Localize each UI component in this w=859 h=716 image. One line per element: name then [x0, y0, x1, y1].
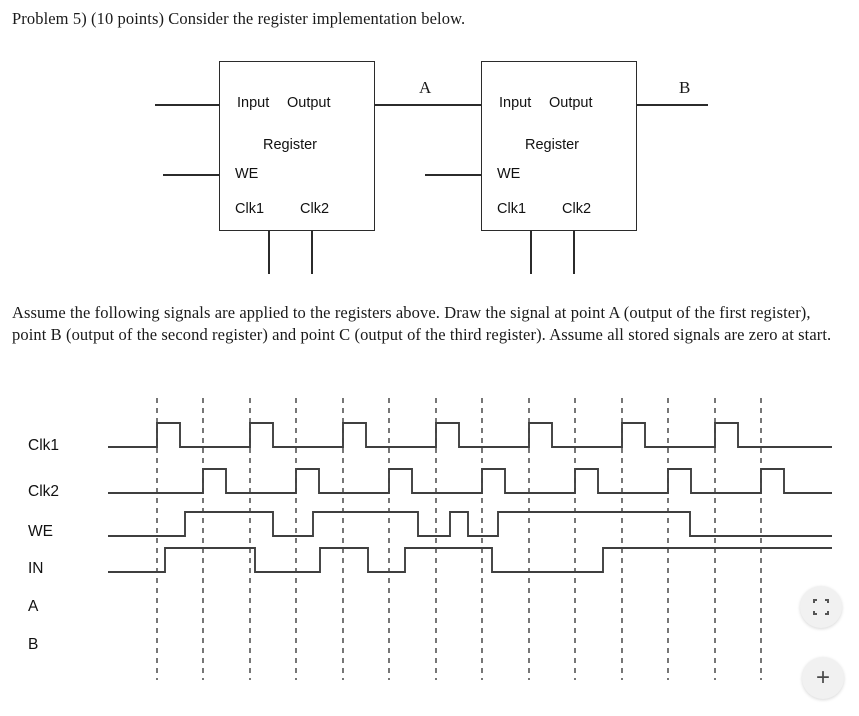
- register-2-we-wire: [425, 174, 482, 176]
- plus-icon: +: [815, 664, 830, 691]
- waveform-in: [108, 547, 832, 573]
- signal-label-clk2: Clk2: [28, 483, 60, 500]
- register-1-box: [219, 61, 375, 231]
- register-1-output-label: Output: [287, 95, 331, 111]
- register-2-name-label: Register: [525, 137, 579, 153]
- waveforms-group: [108, 422, 832, 573]
- waveform-clk2: [108, 468, 832, 494]
- register-1-clk2-label: Clk2: [300, 201, 330, 217]
- node-a-wire: [374, 104, 483, 106]
- register-1-we-wire: [163, 174, 220, 176]
- register-2-clk2-label: Clk2: [562, 201, 592, 217]
- register-2-clk2-wire: [573, 230, 575, 274]
- signal-label-a: A: [28, 598, 39, 615]
- waveform-clk1: [108, 422, 832, 448]
- timing-waveform-canvas: [108, 398, 832, 680]
- fit-to-screen-button[interactable]: [800, 586, 842, 628]
- register-2-box: [481, 61, 637, 231]
- waveform-we: [108, 511, 832, 537]
- zoom-in-button[interactable]: +: [802, 657, 844, 699]
- register-1-clk2-wire: [311, 230, 313, 274]
- register-1-we-label: WE: [235, 166, 259, 182]
- timing-diagram: Clk1 Clk2 WE IN A B: [0, 390, 859, 716]
- register-schematic: Input Output Register WE Clk1 Clk2 A Inp…: [0, 50, 859, 285]
- node-a-label: A: [419, 78, 432, 97]
- register-2-output-label: Output: [549, 95, 593, 111]
- register-2-clk1-label: Clk1: [497, 201, 527, 217]
- signal-label-in: IN: [28, 560, 44, 577]
- register-1-name-label: Register: [263, 137, 317, 153]
- fit-to-screen-icon: [813, 599, 829, 615]
- register-1-input-label: Input: [237, 95, 270, 111]
- node-b-wire: [636, 104, 708, 106]
- signal-label-we: WE: [28, 523, 53, 540]
- node-b-label: B: [679, 78, 691, 97]
- register-1-input-wire: [155, 104, 220, 106]
- register-2-clk1-wire: [530, 230, 532, 274]
- signal-label-clk1: Clk1: [28, 437, 60, 454]
- register-1-clk1-label: Clk1: [235, 201, 265, 217]
- page-title: Problem 5) (10 points) Consider the regi…: [12, 9, 466, 28]
- assume-paragraph: Assume the following signals are applied…: [12, 303, 832, 344]
- gridlines-group: [156, 398, 762, 680]
- signal-label-b: B: [28, 636, 39, 653]
- register-1-clk1-wire: [268, 230, 270, 274]
- register-2-input-label: Input: [499, 95, 532, 111]
- register-2-we-label: WE: [497, 166, 521, 182]
